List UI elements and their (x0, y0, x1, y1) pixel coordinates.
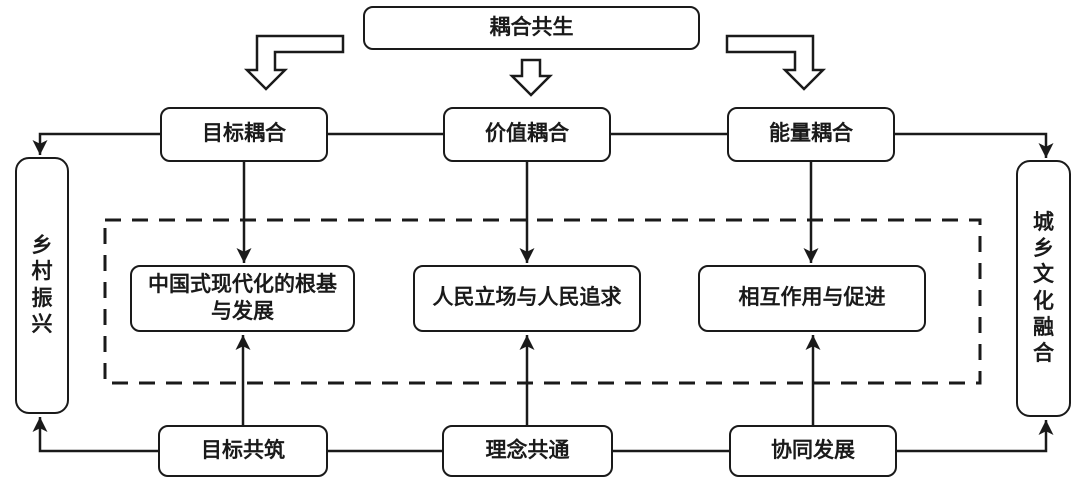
node-urban-rural-cultural-integration: 城乡文化融合 (1016, 160, 1071, 417)
node-label: 人民立场与人民追求 (432, 286, 622, 310)
arrow-bot3-to-urban (897, 420, 1054, 453)
node-goal-cobuilding: 目标共筑 (158, 425, 328, 477)
node-label: 能量耦合 (769, 122, 853, 146)
hollow-down-arrow-icon (508, 58, 554, 97)
arrow-goal-to-rural (32, 132, 160, 155)
hollow-bent-arrow-right-icon (725, 34, 827, 91)
node-label: 协同发展 (771, 438, 855, 462)
node-concept-commonality: 理念共通 (442, 425, 613, 477)
node-people-stance-pursuit: 人民立场与人民追求 (413, 265, 641, 332)
node-mutual-interaction-promotion: 相互作用与促进 (698, 265, 926, 332)
node-label: 目标共筑 (201, 438, 285, 462)
node-goal-coupling: 目标耦合 (160, 107, 328, 162)
node-label: 价值耦合 (485, 122, 569, 146)
node-label: 耦合共生 (489, 15, 574, 39)
node-label: 中国式现代化的根基与发展 (148, 273, 337, 323)
node-coordinated-development: 协同发展 (729, 425, 897, 477)
hollow-bent-arrow-left-icon (243, 34, 345, 91)
node-rural-revitalization: 乡村振兴 (15, 157, 69, 414)
node-label: 乡村振兴 (31, 234, 53, 336)
arrow-bot1-to-rural (32, 417, 158, 453)
node-label: 相互作用与促进 (738, 286, 886, 310)
node-energy-coupling: 能量耦合 (727, 107, 895, 162)
arrow-energy-to-urban (895, 132, 1054, 158)
node-value-coupling: 价值耦合 (443, 107, 611, 162)
node-label: 目标耦合 (202, 122, 286, 146)
node-label: 城乡文化融合 (1033, 211, 1054, 365)
node-chinese-modernization-foundation: 中国式现代化的根基与发展 (130, 265, 355, 332)
node-label: 理念共通 (485, 438, 570, 462)
dashed-group-frame (103, 218, 982, 385)
node-coupling-symbiosis: 耦合共生 (363, 6, 700, 50)
